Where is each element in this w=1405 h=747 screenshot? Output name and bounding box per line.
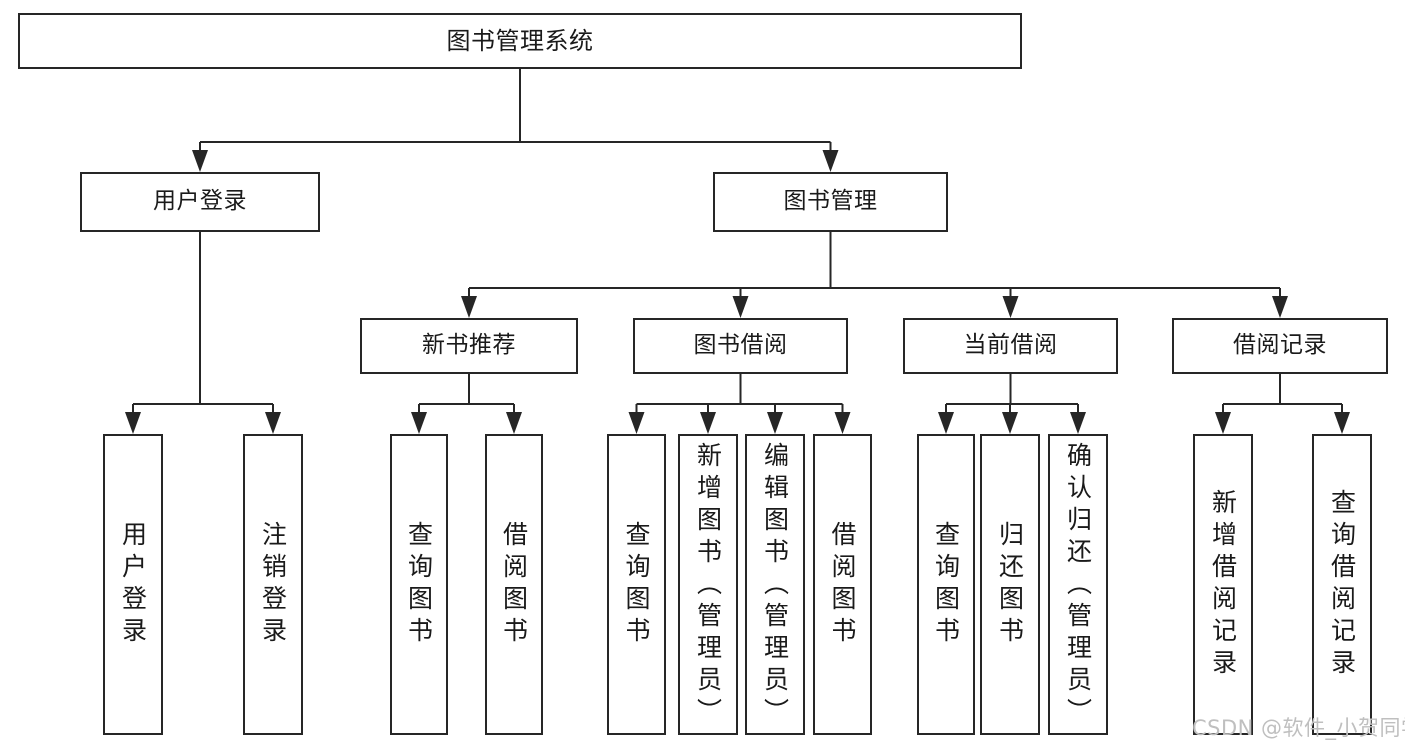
node-book-manage[interactable]: 图书管理 — [713, 172, 948, 232]
node-leaf-cb-return[interactable]: 归还图书 — [980, 434, 1040, 735]
node-label-leaf-cb-confirm: 确认归还（管理员） — [1063, 442, 1093, 730]
node-leaf-br-query[interactable]: 查询借阅记录 — [1312, 434, 1372, 735]
node-leaf-rec-query[interactable]: 查询图书 — [390, 434, 448, 735]
node-label-leaf-bb-borrow: 借阅图书 — [828, 520, 857, 649]
node-label-leaf-bb-query: 查询图书 — [622, 520, 651, 649]
node-root[interactable]: 图书管理系统 — [18, 13, 1022, 69]
node-label-leaf-bb-edit: 编辑图书（管理员） — [760, 442, 790, 730]
node-label-new-book-rec: 新书推荐 — [422, 332, 516, 359]
node-leaf-br-add[interactable]: 新增借阅记录 — [1193, 434, 1253, 735]
node-label-leaf-br-add: 新增借阅记录 — [1208, 488, 1238, 681]
node-leaf-cb-query[interactable]: 查询图书 — [917, 434, 975, 735]
node-borrow-record[interactable]: 借阅记录 — [1172, 318, 1388, 374]
node-label-book-borrow: 图书借阅 — [693, 332, 788, 359]
node-label-leaf-cb-return: 归还图书 — [995, 520, 1025, 649]
node-label-user-login: 用户登录 — [153, 188, 247, 215]
node-leaf-user-login[interactable]: 用户登录 — [103, 434, 163, 735]
node-label-root: 图书管理系统 — [446, 26, 594, 55]
node-label-leaf-user-login: 用户登录 — [118, 520, 148, 649]
node-leaf-user-logout[interactable]: 注销登录 — [243, 434, 303, 735]
node-label-current-borrow: 当前借阅 — [963, 332, 1058, 359]
node-leaf-bb-edit[interactable]: 编辑图书（管理员） — [745, 434, 805, 735]
node-leaf-cb-confirm[interactable]: 确认归还（管理员） — [1048, 434, 1108, 735]
node-label-leaf-rec-query: 查询图书 — [404, 520, 434, 649]
node-label-leaf-bb-add: 新增图书（管理员） — [693, 442, 723, 730]
node-label-leaf-rec-borrow: 借阅图书 — [499, 520, 529, 649]
node-user-login[interactable]: 用户登录 — [80, 172, 320, 232]
node-label-borrow-record: 借阅记录 — [1233, 332, 1327, 359]
node-label-leaf-cb-query: 查询图书 — [931, 520, 961, 649]
watermark: CSDN @软件_小贺同学 — [1192, 716, 1405, 740]
node-book-borrow[interactable]: 图书借阅 — [633, 318, 848, 374]
node-label-leaf-user-logout: 注销登录 — [258, 520, 288, 649]
node-current-borrow[interactable]: 当前借阅 — [903, 318, 1118, 374]
node-leaf-bb-query[interactable]: 查询图书 — [607, 434, 666, 735]
node-leaf-bb-borrow[interactable]: 借阅图书 — [813, 434, 872, 735]
node-label-leaf-br-query: 查询借阅记录 — [1327, 488, 1357, 681]
node-new-book-rec[interactable]: 新书推荐 — [360, 318, 578, 374]
node-leaf-rec-borrow[interactable]: 借阅图书 — [485, 434, 543, 735]
node-label-book-manage: 图书管理 — [783, 188, 878, 215]
node-leaf-bb-add[interactable]: 新增图书（管理员） — [678, 434, 738, 735]
